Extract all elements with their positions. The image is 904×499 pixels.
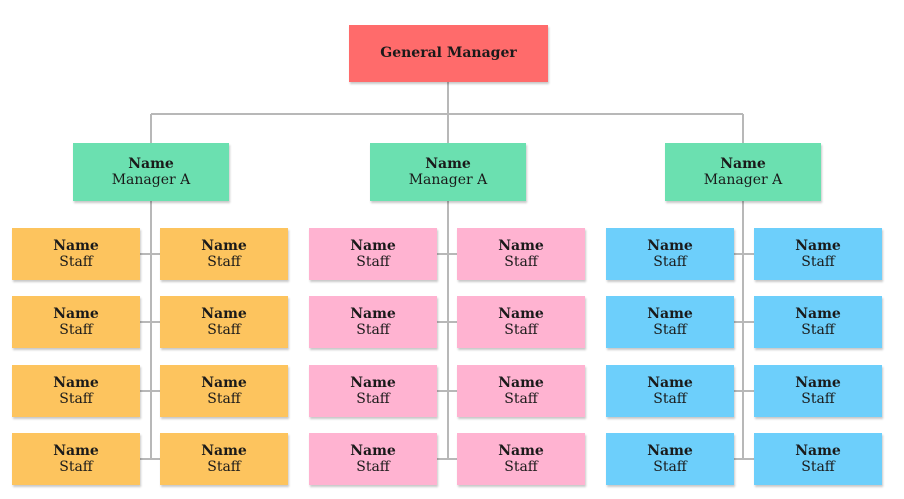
person-name: Name: [53, 237, 99, 254]
person-name: Name: [795, 374, 841, 391]
person-name: Name: [795, 237, 841, 254]
person-role: Staff: [356, 254, 390, 270]
person-role: Staff: [801, 459, 835, 475]
person-name: Name: [128, 155, 174, 172]
person-name: Name: [53, 374, 99, 391]
person-role: Staff: [207, 254, 241, 270]
person-name: Name: [53, 442, 99, 459]
person-role: Staff: [356, 391, 390, 407]
person-name: Name: [647, 374, 693, 391]
person-role: Staff: [653, 254, 687, 270]
general-manager-box: General Manager: [349, 25, 548, 82]
person-role: Staff: [504, 459, 538, 475]
person-name: Name: [201, 305, 247, 322]
person-role: Staff: [356, 459, 390, 475]
person-name: Name: [350, 374, 396, 391]
person-role: Staff: [801, 322, 835, 338]
person-name: Name: [498, 237, 544, 254]
person-role: Staff: [59, 254, 93, 270]
person-name: Name: [350, 305, 396, 322]
person-name: Name: [647, 442, 693, 459]
person-name: Name: [647, 305, 693, 322]
person-name: Name: [350, 237, 396, 254]
person-role: Staff: [504, 322, 538, 338]
person-name: Name: [795, 305, 841, 322]
person-name: Name: [201, 237, 247, 254]
person-role: Staff: [59, 391, 93, 407]
person-role: Staff: [207, 322, 241, 338]
person-name: Name: [201, 442, 247, 459]
person-name: Name: [720, 155, 766, 172]
person-name: Name: [498, 374, 544, 391]
person-role: Staff: [801, 391, 835, 407]
person-role: Staff: [59, 322, 93, 338]
person-role: Staff: [59, 459, 93, 475]
person-name: Name: [201, 374, 247, 391]
person-role: Staff: [801, 254, 835, 270]
person-role: Manager A: [408, 172, 488, 188]
person-name: Name: [350, 442, 396, 459]
person-name: Name: [498, 442, 544, 459]
person-role: Staff: [207, 459, 241, 475]
person-role: Staff: [653, 391, 687, 407]
person-name: Name: [425, 155, 471, 172]
person-role: Staff: [653, 322, 687, 338]
person-role: Manager A: [111, 172, 191, 188]
person-name: Name: [647, 237, 693, 254]
general-manager-label: General Manager: [380, 45, 517, 62]
person-name: Name: [795, 442, 841, 459]
person-role: Staff: [504, 391, 538, 407]
person-role: Staff: [356, 322, 390, 338]
person-role: Staff: [207, 391, 241, 407]
person-name: Name: [498, 305, 544, 322]
person-role: Staff: [504, 254, 538, 270]
person-role: Manager A: [703, 172, 783, 188]
person-name: Name: [53, 305, 99, 322]
person-role: Staff: [653, 459, 687, 475]
